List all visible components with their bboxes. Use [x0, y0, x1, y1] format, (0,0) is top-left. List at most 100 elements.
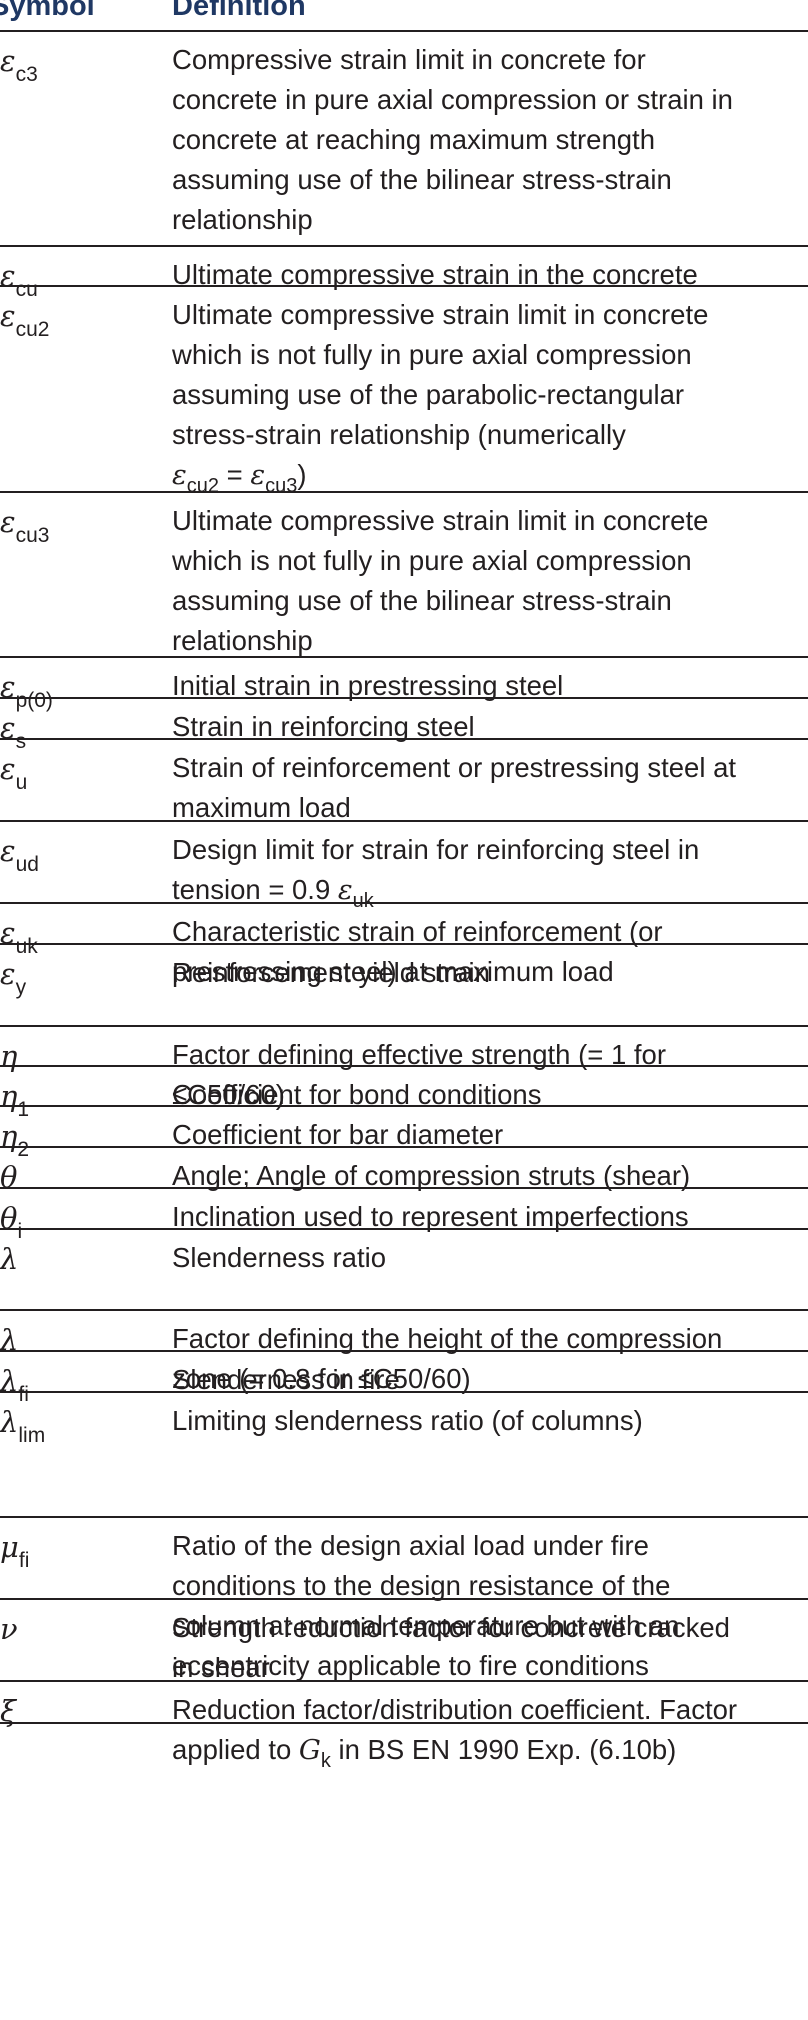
symbol-glyph: ε	[0, 299, 16, 333]
definition-line: assuming use of the parabolic-rectangula…	[172, 379, 685, 410]
eq-sign: =	[219, 459, 251, 490]
row-definition: Ultimate compressive strain in the concr…	[172, 255, 802, 295]
symbol-glyph: ε	[0, 259, 16, 293]
table-row: εy Reinforcement yield strain	[0, 945, 808, 1027]
row-definition: Slenderness ratio	[172, 1238, 802, 1278]
definition-line: Angle; Angle of compression struts (shea…	[172, 1160, 691, 1191]
table-row: λfi Slenderness in fire	[0, 1352, 808, 1406]
symbol-glyph: θ	[0, 1201, 18, 1235]
definition-line: column at normal temperature but with an	[172, 1610, 680, 1641]
definition-line: Ultimate compressive strain in the concr…	[172, 259, 698, 290]
row-definition: Coefficient for bond conditions	[172, 1075, 802, 1115]
row-definition: Ultimate compressive strain limit in con…	[172, 501, 802, 661]
row-symbol: εcu3	[0, 507, 49, 547]
table-row: εcu3 Ultimate compressive strain limit in…	[0, 493, 808, 658]
symbol-glyph: λ	[0, 1405, 19, 1439]
row-symbol: εy	[0, 959, 26, 999]
row-symbol: μfi	[0, 1530, 29, 1572]
definition-line: eccentricity applicable to fire conditio…	[172, 1650, 649, 1681]
definition-line: Coefficient for bond conditions	[172, 1079, 542, 1110]
row-symbol: λlim	[0, 1405, 45, 1447]
row-definition: Strength reduction factor for concrete c…	[172, 1608, 802, 1688]
row-definition: Ultimate compressive strain limit in con…	[172, 295, 802, 498]
symbol-glyph: ε	[0, 670, 16, 704]
row-definition: Design limit for strain for reinforcing …	[172, 830, 802, 913]
symbol-subscript: uk	[15, 935, 38, 958]
symbol-subscript: ud	[15, 853, 39, 876]
definition-line: Ultimate compressive strain limit in con…	[172, 299, 709, 330]
definition-line: which is not fully in pure axial compres…	[172, 545, 692, 576]
definition-line: which is not fully in pure axial compres…	[172, 339, 692, 370]
row-symbol: ν	[0, 1614, 18, 1644]
definition-line: zone (= 0.8 for ≤C50/60)	[172, 1363, 471, 1394]
symbol-glyph: λ	[0, 1242, 19, 1276]
row-definition: Strain in reinforcing steel	[172, 707, 802, 747]
definition-line: in shear	[172, 1652, 270, 1683]
row-definition: Reduction factor/distribution coefficien…	[172, 1690, 802, 1773]
table-row: εcu Ultimate compressive strain in the co…	[0, 247, 808, 301]
symbol-glyph: η	[0, 1079, 18, 1113]
symbol-subscript: cu3	[15, 524, 50, 547]
row-symbol: εs	[0, 711, 26, 753]
definition-line: Slenderness in fire	[172, 1364, 400, 1395]
table-row: ε ud Design limit for strain for reinforci…	[0, 822, 808, 912]
definition-line: Reinforcement yield strain	[172, 957, 490, 988]
definition-line: concrete in pure axial compression or st…	[172, 84, 733, 115]
symbol-glyph: λ	[0, 1323, 19, 1357]
row-definition: Limiting slenderness ratio (of columns)	[172, 1401, 802, 1441]
row-symbol: εc3	[0, 46, 38, 86]
row-symbol: εcu	[0, 259, 38, 301]
table-row: εp(0) Initial strain in prestressing stee…	[0, 658, 808, 712]
definition-line: Design limit for strain for reinforcing …	[172, 834, 700, 865]
tail-subscript: uk	[352, 890, 374, 912]
tail-symbol: ε	[337, 874, 353, 906]
definition-line: relationship	[172, 625, 313, 656]
row-symbol: εcu2	[0, 299, 49, 341]
row-symbol: λ	[0, 1244, 18, 1274]
row-definition: Angle; Angle of compression struts (shea…	[172, 1156, 802, 1196]
symbol-column-header: Symbol	[0, 0, 95, 22]
row-definition: Compressive strain limit in concrete for…	[172, 40, 802, 240]
symbol-glyph: ν	[0, 1612, 18, 1646]
symbol-glyph: ε	[0, 711, 16, 745]
row-definition: Initial strain in prestressing steel	[172, 666, 802, 706]
symbol-subscript: cu2	[15, 318, 50, 341]
symbol-subscript: p(0)	[15, 689, 53, 712]
table-row: εc3 Compressive strain limit in concrete …	[0, 32, 808, 247]
row-symbol: η2	[0, 1121, 29, 1161]
row-definition: Characteristic strain of reinforcement (…	[172, 912, 802, 992]
tail-subscript: k	[320, 1750, 331, 1772]
eq-symbol: ε	[250, 459, 266, 491]
symbol-subscript: s	[15, 730, 27, 753]
symbol-subscript: lim	[18, 1424, 46, 1447]
row-definition: Factor defining the height of the compre…	[172, 1319, 802, 1399]
definition-line: assuming use of the bilinear stress-stra…	[172, 164, 672, 195]
symbol-glyph: λ	[0, 1364, 19, 1398]
definition-line: Compressive strain limit in concrete for	[172, 44, 646, 75]
symbol-subscript: i	[17, 1220, 23, 1243]
symbol-glyph: μ	[0, 1530, 19, 1564]
definition-equation: εcu2 = εcu3)	[172, 455, 802, 498]
row-symbol: εu	[0, 754, 27, 794]
symbol-subscript: fi	[18, 1549, 30, 1572]
row-symbol: θi	[0, 1201, 22, 1243]
symbol-subscript: c3	[15, 63, 38, 86]
row-definition: Ratio of the design axial load under fir…	[172, 1526, 802, 1686]
table-row: λlim Limiting slenderness ratio (of colum…	[0, 1393, 808, 1518]
table-row: λ Slenderness ratio	[0, 1230, 808, 1311]
definition-line: Coefficient for bar diameter	[172, 1119, 504, 1150]
row-definition: Reinforcement yield strain	[172, 953, 802, 993]
row-symbol: η	[0, 1041, 17, 1071]
definition-line: Ratio of the design axial load under fir…	[172, 1530, 649, 1561]
table-row: εs Strain in reinforcing steel	[0, 699, 808, 753]
symbol-subscript: y	[15, 976, 27, 999]
row-symbol: λfi	[0, 1364, 29, 1406]
eq-symbol: ε	[172, 459, 187, 491]
eq-subscript: cu3	[265, 475, 298, 497]
